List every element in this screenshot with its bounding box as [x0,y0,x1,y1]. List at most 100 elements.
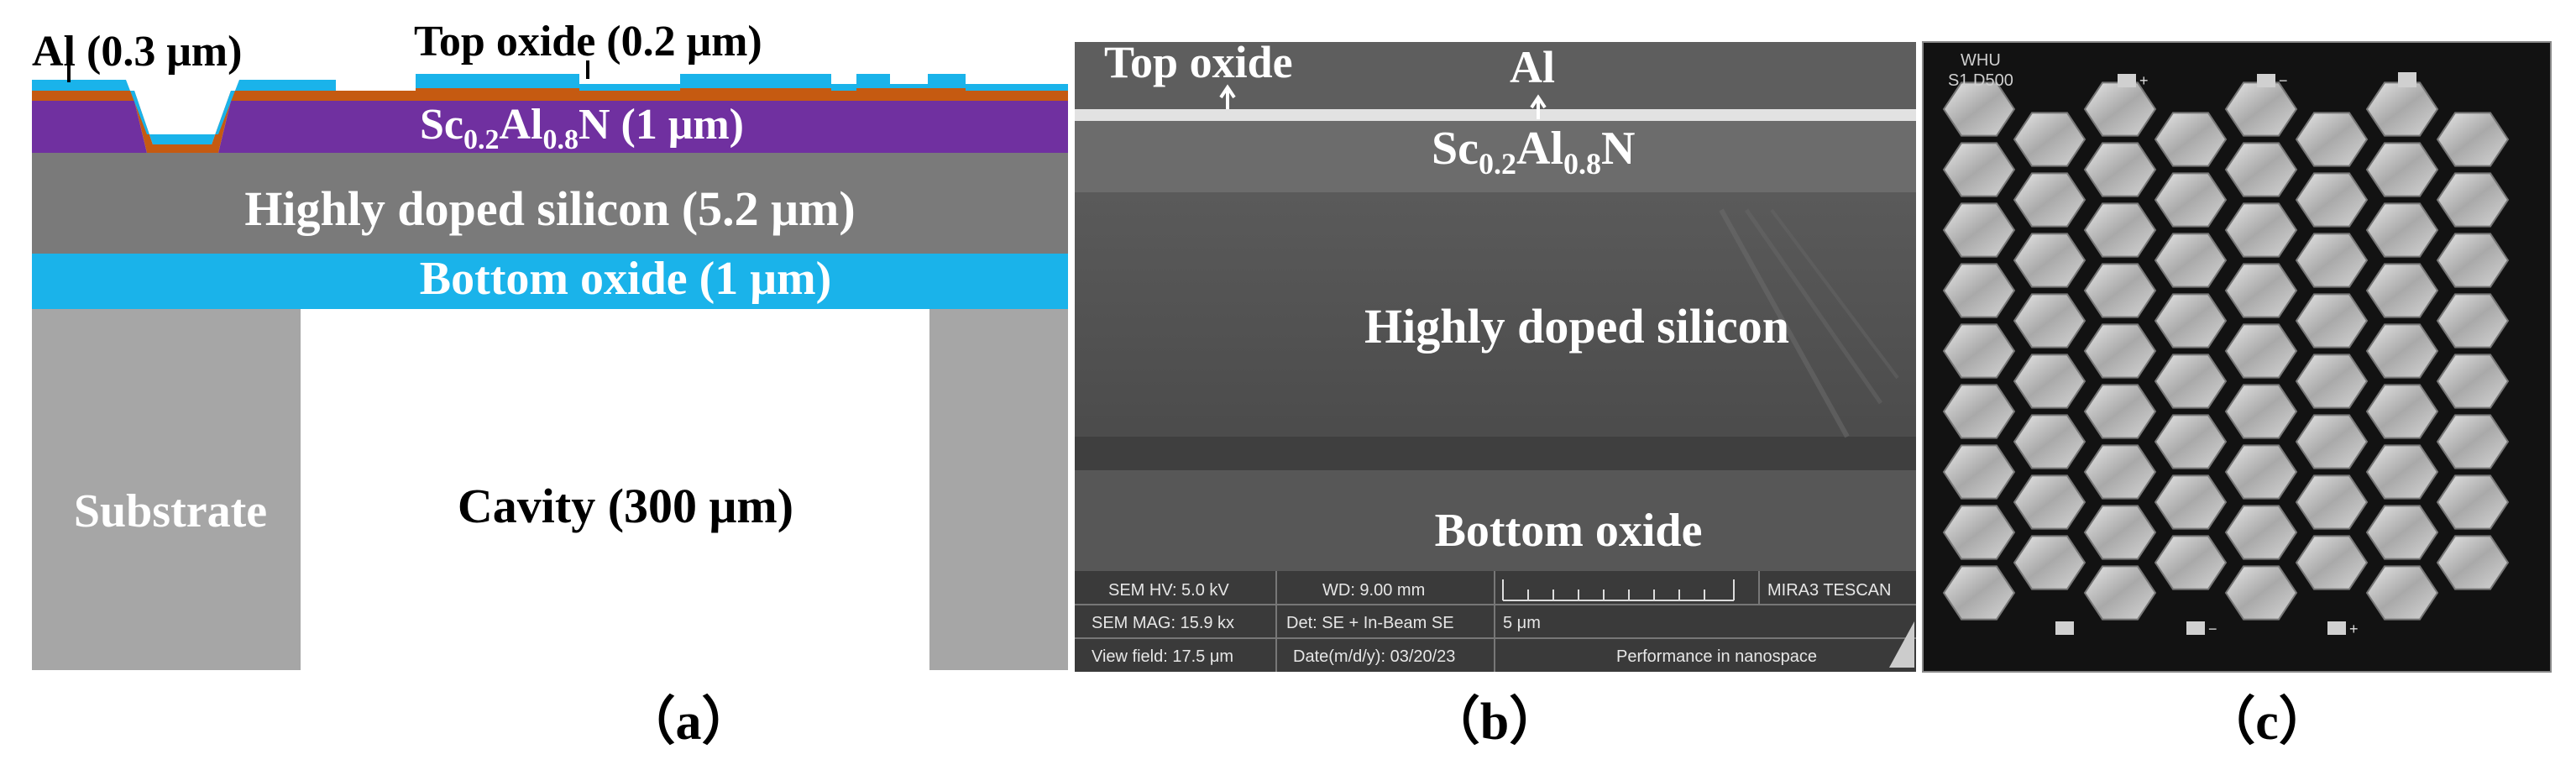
hexagon-resonator [2436,233,2510,288]
pad-sign: + [2349,621,2359,637]
hexagon-resonator [2365,444,2439,500]
sem-silicon-region [1075,192,1916,461]
sem-streak [1770,208,1899,380]
hexagon-resonator [2083,444,2157,500]
chip-label-line1: WHU [1961,51,2001,70]
hexagon-resonator [1942,565,2016,621]
top-oxide-strip-2 [831,84,1068,91]
substrate-left [32,309,301,670]
hexagon-resonator [2295,233,2369,288]
sem-streak [1719,208,1850,438]
label-b-bottom-oxide: Bottom oxide [1435,505,1703,557]
hexagon-array [1942,81,2510,621]
hexagon-resonator [2295,535,2369,590]
hexagon-resonator [2083,323,2157,379]
info-date: Date(m/d/y): 03/20/23 [1293,647,1455,666]
pad [2118,74,2136,87]
al-electrode-1 [416,88,579,97]
hexagon-resonator [2083,142,2157,197]
hexagon-resonator [2224,505,2298,560]
panel-b-sem-image: SEM HV: 5.0 kV WD: 9.00 mm MIRA3 TESCAN … [1075,37,1916,751]
info-det: Det: SE + In-Beam SE [1286,614,1454,632]
label-b-top-oxide: Top oxide [1104,37,1293,87]
scaln-layer [32,101,1068,153]
hexagon-resonator [2365,142,2439,197]
hexagon-resonator [1942,142,2016,197]
hexagon-resonator [2224,384,2298,439]
hexagon-resonator [2365,263,2439,318]
pad-sign: − [2279,72,2288,89]
hexagon-resonator [2083,565,2157,621]
info-view-field: View field: 17.5 μm [1092,647,1233,666]
panel-c-device-photo: + − − + WHU S1 D500 （c） [1922,41,2552,751]
al-arrow-b [1530,94,1547,119]
hexagon-resonator [2013,233,2086,288]
hexagon-resonator [2436,293,2510,348]
pad [2398,72,2416,87]
label-top-oxide: Top oxide (0.2 μm) [414,18,762,65]
hexagon-resonator [2154,293,2228,348]
hexagon-resonator [2436,535,2510,590]
substrate-right [929,309,1068,670]
sem-scaln-band [1075,121,1916,192]
label-bottom-oxide: Bottom oxide (1 μm) [420,253,832,305]
label-b-silicon: Highly doped silicon [1364,299,1789,354]
hexagon-resonator [2295,293,2369,348]
hexagon-resonator [2224,263,2298,318]
hexagon-resonator [2154,474,2228,530]
hexagon-resonator [2154,354,2228,409]
hexagon-resonator [2083,81,2157,137]
sem-al-line [1075,109,1916,121]
hexagon-resonator [2224,142,2298,197]
hexagon-resonator [2365,202,2439,258]
hexagon-resonator [2295,414,2369,469]
info-slogan: Performance in nanospace [1616,647,1817,666]
hexagon-resonator [2295,474,2369,530]
hexagon-resonator [2083,202,2157,258]
hexagon-resonator [1942,202,2016,258]
hexagon-resonator [2295,112,2369,167]
sem-scale-bar [1502,579,1735,601]
sem-interface-band [1075,437,1916,470]
hexagon-resonator [2013,414,2086,469]
label-b-scaln: Sc0.2Al0.8N [1432,123,1635,181]
label-substrate: Substrate [74,485,267,537]
label-b-al: Al [1510,42,1555,92]
hexagon-resonator [2436,112,2510,167]
pad [2257,74,2275,87]
hexagon-resonator [2365,565,2439,621]
caption-a: （a） [623,692,753,751]
hexagon-resonator [1942,444,2016,500]
hexagon-resonator [1942,263,2016,318]
pad-sign: − [2208,621,2217,637]
top-oxide-pad-2 [680,74,831,91]
tescan-logo-icon [1889,621,1914,668]
hexagon-resonator [1942,384,2016,439]
top-oxide-arrow-b [1219,84,1236,109]
info-sem-mag: SEM MAG: 15.9 kx [1092,614,1234,632]
hexagon-resonator [2295,354,2369,409]
hexagon-resonator [2154,172,2228,228]
hexagon-resonator [2154,535,2228,590]
panel-a-cross-section: Al (0.3 μm) Top oxide (0.2 μm) Sc0.2Al0.… [32,18,1068,751]
label-al: Al (0.3 μm) [32,28,242,76]
pad [2186,621,2205,635]
sem-top-region [1075,42,1916,109]
hexagon-resonator [2436,414,2510,469]
hexagon-resonator [2295,172,2369,228]
hexagon-resonator [1942,323,2016,379]
hexagon-resonator [2013,474,2086,530]
bottom-oxide-layer [32,254,1068,309]
label-cavity: Cavity (300 μm) [458,479,793,533]
info-sem-hv: SEM HV: 5.0 kV [1108,581,1229,600]
hexagon-resonator [2224,444,2298,500]
al-electrode-2 [680,88,831,97]
pad-sign: + [2139,72,2149,89]
hexagon-resonator [2224,202,2298,258]
hexagon-resonator [2436,474,2510,530]
caption-c: （c） [2203,692,2331,751]
hexagon-resonator [2013,535,2086,590]
hexagon-resonator [2154,414,2228,469]
caption-b: （b） [1428,692,1561,751]
